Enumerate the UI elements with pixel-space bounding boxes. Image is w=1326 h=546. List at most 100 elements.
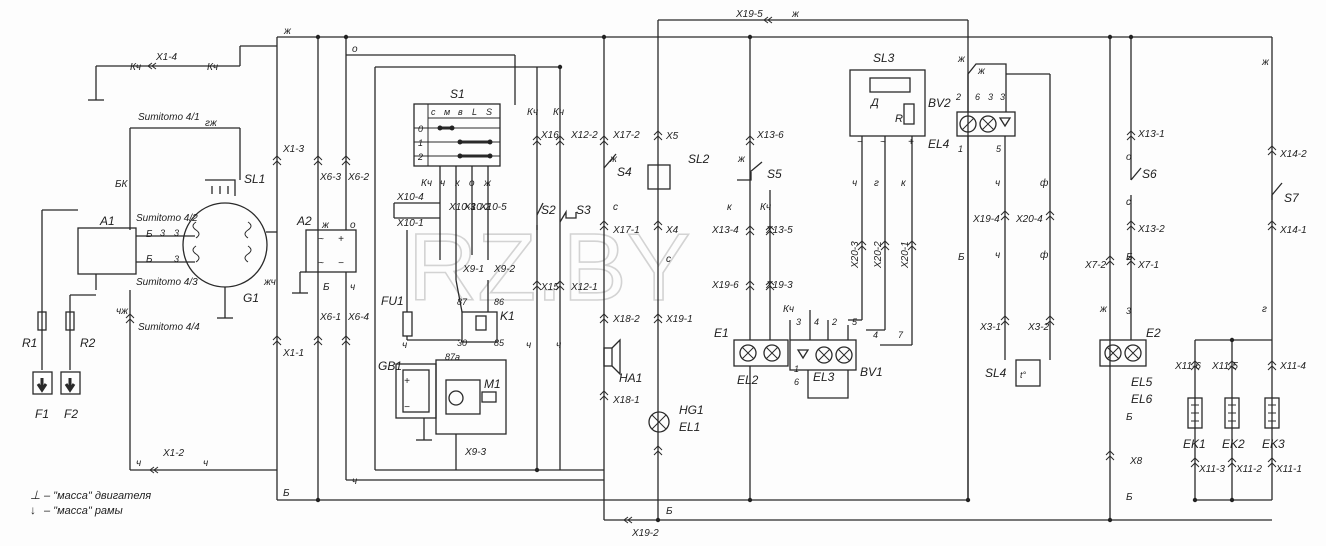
label-m1: M1 (484, 377, 501, 391)
pin-k1-86: 86 (494, 297, 504, 307)
label-e2: E2 (1146, 326, 1161, 340)
wire-color-ch-1: ч (136, 458, 141, 469)
label-x10-4: X10-4 (396, 192, 424, 203)
label-el3: EL3 (813, 370, 835, 384)
label-s3: S3 (576, 203, 591, 217)
wire-color-b-7: Б (1126, 252, 1133, 263)
label-x1-1: X1-1 (282, 348, 304, 359)
el4-box (956, 111, 1016, 137)
label-x10-3: X10-3 (448, 202, 476, 213)
label-x14-2: X14-2 (1279, 149, 1307, 160)
label-x12-2: X12-2 (570, 130, 598, 141)
pin-bv1-4: 4 (873, 330, 878, 340)
label-bv1: BV1 (860, 365, 883, 379)
s1-header-s: S (486, 107, 492, 117)
label-x13-4: X13-4 (711, 225, 739, 236)
legend-frame-symbol: ↓ (30, 503, 36, 517)
pin-bv2-2: 2 (955, 92, 961, 102)
s1-header-l: L (472, 107, 477, 117)
label-x20-2: X20-2 (873, 241, 884, 269)
wire-color-kch-5: Кч (760, 202, 771, 213)
pin-k1-30: 30 (457, 338, 467, 348)
label-x3-2: X3-2 (1027, 322, 1050, 333)
label-x1-3: X1-3 (282, 144, 305, 155)
label-x11-4: X11-4 (1279, 361, 1306, 372)
pin-bv2-6: 6 (975, 92, 980, 102)
wire-color-kch-7: Кч (421, 178, 432, 189)
relay-k1 (461, 311, 498, 343)
wire-color-b-2: Б (146, 254, 153, 265)
label-x20-4: X20-4 (1015, 214, 1043, 225)
legend-engine-text: – "масса" двигателя (43, 490, 151, 502)
label-x16: X16 (540, 130, 559, 141)
s1-header-c: с (431, 107, 436, 117)
wire-color-zh-10: ж (483, 178, 492, 189)
label-x19-5: X19-5 (735, 9, 763, 20)
label-x7-2: X7-2 (1084, 260, 1107, 271)
pin-k1-87: 87 (457, 297, 468, 307)
sl3-tilde: ~ (880, 137, 886, 148)
label-hg1: HG1 (679, 403, 704, 417)
lamp-block-el3 (789, 310, 857, 399)
wire-color-f-1: ф (1040, 177, 1049, 189)
wire-color-o: о (352, 44, 358, 55)
pin-g1-3: 3 (174, 228, 179, 238)
s1-box (413, 103, 501, 167)
label-bv2: BV2 (928, 96, 951, 110)
wire-color-zh-3: ж (609, 154, 618, 165)
label-ha1: HA1 (619, 371, 642, 385)
a2-minus: − (338, 258, 344, 269)
label-sumitomo-44: Sumitomo 4/4 (138, 322, 200, 333)
label-x6-3: X6-3 (319, 172, 342, 183)
wire-color-kch-6: Кч (783, 304, 794, 315)
legend-frame-text: – "масса" рамы (43, 505, 123, 517)
pin-s1-1: 1 (418, 138, 423, 148)
label-a1: A1 (99, 214, 115, 228)
label-x10-5: X10-5 (479, 202, 507, 213)
label-r1: R1 (22, 336, 37, 350)
wire-color-kch-3: Кч (527, 107, 538, 118)
label-sumitomo-41: Sumitomo 4/1 (138, 112, 200, 123)
a2-section (292, 37, 604, 481)
label-x9-2: X9-2 (493, 264, 516, 275)
connector-chevrons (125, 16, 1277, 524)
label-x1-4: X1-4 (155, 52, 178, 63)
label-s7: S7 (1284, 191, 1300, 205)
label-x6-4: X6-4 (347, 312, 370, 323)
pin-el4-5: 5 (996, 144, 1002, 154)
bv2-el4-block (956, 63, 1051, 500)
label-x12-1: X12-1 (570, 282, 598, 293)
label-x11-6: X11-6 (1174, 361, 1201, 372)
label-sl4: SL4 (985, 366, 1007, 380)
switch-s6-e2 (1099, 167, 1147, 367)
label-x18-1: X18-1 (612, 395, 640, 406)
label-sumitomo-42: Sumitomo 4/2 (136, 213, 198, 224)
label-gb1: GB1 (378, 359, 402, 373)
wire-color-zh-4: ж (791, 9, 800, 20)
wire-color-ch-7: ч (352, 476, 357, 487)
switch-s1 (393, 103, 501, 280)
label-x6-2: X6-2 (347, 172, 370, 183)
wire-color-zh-5: ж (737, 154, 746, 165)
el3-box (789, 339, 857, 371)
label-el1: EL1 (679, 420, 700, 434)
label-x19-1: X19-1 (665, 314, 693, 325)
label-x1-2: X1-2 (162, 448, 185, 459)
label-el5: EL5 (1131, 375, 1153, 389)
sl3-r: R (895, 113, 903, 125)
label-x18-2: X18-2 (612, 314, 640, 325)
label-x6-1: X6-1 (319, 312, 341, 323)
wire-color-gzh: гж (205, 118, 218, 129)
pin-bv1-7: 7 (898, 330, 904, 340)
wire-color-o-2: о (350, 220, 356, 231)
label-x14-1: X14-1 (1279, 225, 1307, 236)
label-x7-1: X7-1 (1137, 260, 1159, 271)
label-s5: S5 (767, 167, 782, 181)
label-x9-3: X9-3 (464, 447, 487, 458)
wire-color-k-2: к (901, 178, 907, 189)
pin-bv2-3b: 3 (1000, 92, 1005, 102)
label-s6: S6 (1142, 167, 1157, 181)
label-x3-1: X3-1 (979, 322, 1001, 333)
sl3-box (849, 69, 926, 137)
